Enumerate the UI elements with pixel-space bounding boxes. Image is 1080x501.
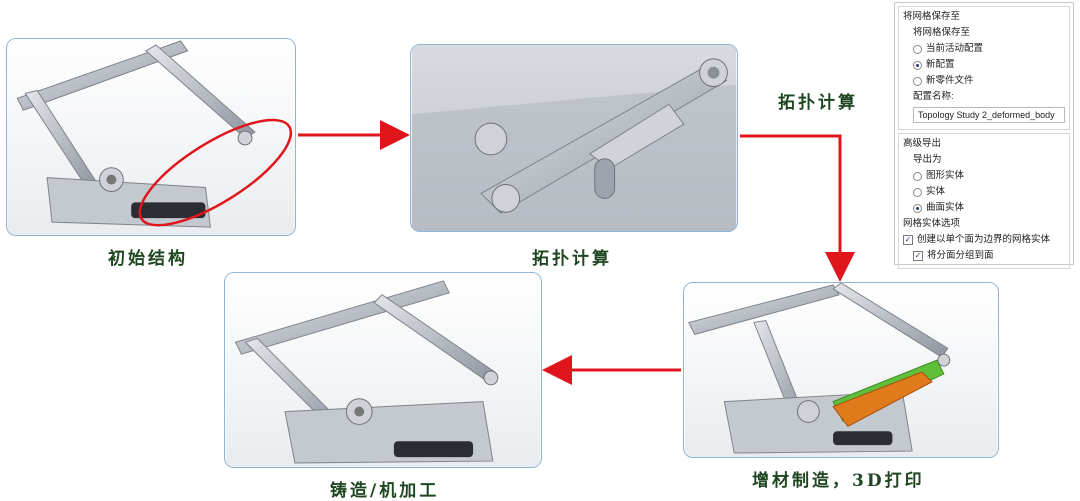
caption-initial-structure: 初始结构 bbox=[108, 249, 188, 269]
radio-icon[interactable] bbox=[913, 171, 922, 181]
caption-casting: 铸造/机加工 bbox=[330, 481, 440, 501]
checkbox-checked-icon[interactable]: ✓ bbox=[903, 235, 913, 245]
initial-structure-render bbox=[7, 39, 295, 235]
arrow-topology-to-additive bbox=[740, 134, 855, 282]
additive-render bbox=[684, 283, 998, 457]
radio-graphics-body[interactable]: 图形实体 bbox=[903, 168, 1065, 184]
checkbox-checked-icon[interactable]: ✓ bbox=[913, 251, 923, 261]
checkbox-group-facets[interactable]: ✓将分面分组到面 bbox=[913, 250, 994, 261]
additive-image bbox=[683, 282, 999, 458]
arrow-label-topology: 拓扑计算 bbox=[778, 93, 858, 113]
radio-icon[interactable] bbox=[913, 44, 922, 54]
checkbox-create-mesh-body[interactable]: ✓创建以单个面为边界的网格实体 bbox=[903, 234, 1051, 245]
advanced-export-title: 高级导出 bbox=[903, 138, 942, 149]
radio-selected-icon[interactable] bbox=[913, 60, 922, 70]
radio-icon[interactable] bbox=[913, 187, 922, 197]
radio-solid-body[interactable]: 实体 bbox=[903, 184, 1065, 200]
radio-new-part-file[interactable]: 新零件文件 bbox=[903, 73, 1065, 89]
mesh-options-title: 网格实体选项 bbox=[903, 218, 961, 229]
topology-render bbox=[411, 45, 737, 231]
casting-image bbox=[224, 272, 542, 468]
initial-structure-image bbox=[6, 38, 296, 236]
export-as-label: 导出为 bbox=[913, 154, 942, 165]
caption-topology: 拓扑计算 bbox=[532, 249, 612, 269]
mesh-save-panel: 将网格保存至 将网格保存至 当前活动配置 新配置 新零件文件 配置名称: Top… bbox=[894, 2, 1074, 269]
config-name-input[interactable]: Topology Study 2_deformed_body bbox=[913, 107, 1065, 123]
radio-surface-body[interactable]: 曲面实体 bbox=[903, 200, 1065, 216]
section-subtitle: 将网格保存至 bbox=[913, 27, 971, 38]
radio-selected-icon[interactable] bbox=[913, 203, 922, 213]
advanced-export-section: 高级导出 导出为 图形实体 实体 曲面实体 网格实体选项 ✓创建以单个面为边界的… bbox=[898, 133, 1070, 269]
caption-additive: 增材制造，3D打印 bbox=[752, 471, 925, 491]
radio-icon[interactable] bbox=[913, 76, 922, 86]
topology-image bbox=[410, 44, 738, 232]
radio-current-config[interactable]: 当前活动配置 bbox=[903, 41, 1065, 57]
radio-new-config[interactable]: 新配置 bbox=[903, 57, 1065, 73]
casting-render bbox=[225, 273, 541, 467]
section-title: 将网格保存至 bbox=[903, 11, 961, 22]
save-mesh-section: 将网格保存至 将网格保存至 当前活动配置 新配置 新零件文件 配置名称: Top… bbox=[898, 6, 1070, 130]
config-name-label: 配置名称: bbox=[913, 91, 954, 102]
